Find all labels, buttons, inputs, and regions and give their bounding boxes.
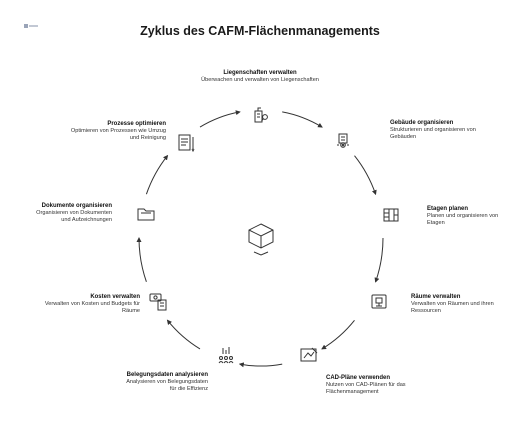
cycle-arrow	[282, 111, 323, 128]
node-title: Kosten verwalten	[90, 294, 140, 300]
node-description: Verwalten von Kosten und Budgets für Räu…	[44, 301, 140, 314]
cycle-arrow	[145, 154, 169, 195]
node-description: Strukturieren und organisieren von Gebäu…	[390, 127, 476, 140]
node-description: Nutzen von CAD-Plänen für das Flächenman…	[326, 382, 406, 395]
cycle-arrow	[166, 319, 201, 350]
node-description: Optimieren von Prozessen wie Umzug und R…	[70, 128, 166, 141]
folder-icon	[137, 208, 155, 221]
logo-icon	[24, 24, 38, 28]
building-key-icon	[254, 107, 268, 123]
cycle-arrow	[238, 362, 283, 368]
node-title: Gebäude organisieren	[390, 120, 454, 126]
node-belegungsdaten: Belegungsdaten analysieren Analysieren v…	[126, 372, 208, 392]
money-calculator-icon	[149, 293, 167, 311]
diagram-title: Zyklus des CAFM-Flächenmanagements	[140, 24, 380, 38]
node-raeume: Räume verwalten Verwalten von Räumen und…	[411, 294, 497, 314]
node-title: Prozesse optimieren	[107, 121, 166, 127]
cycle-arrow	[199, 110, 241, 128]
node-kosten: Kosten verwalten Verwalten von Kosten un…	[40, 294, 140, 314]
room-monitor-icon	[371, 294, 387, 309]
node-etagen: Etagen planen Planen und organisieren vo…	[427, 206, 505, 226]
cad-drawing-icon	[300, 347, 318, 362]
node-prozesse: Prozesse optimieren Optimieren von Proze…	[66, 121, 166, 141]
node-description: Analysieren von Belegungsdaten für die E…	[126, 379, 208, 392]
node-description: Planen und organisieren von Etagen	[427, 213, 499, 226]
building-gear-icon	[337, 133, 349, 148]
node-title: Belegungsdaten analysieren	[126, 372, 208, 378]
node-gebaeude: Gebäude organisieren Strukturieren und o…	[390, 120, 490, 140]
node-description: Verwalten von Räumen und ihren Ressource…	[411, 301, 494, 314]
cycle-arrow	[374, 237, 384, 283]
cube-icon	[248, 223, 274, 256]
cycle-arrow	[321, 319, 355, 350]
people-chart-icon	[218, 347, 234, 364]
node-title: Räume verwalten	[411, 294, 461, 300]
node-description: Überwachen und verwalten von Liegenschaf…	[201, 77, 319, 84]
cycle-arrow	[354, 155, 377, 196]
node-title: Etagen planen	[427, 206, 469, 212]
node-title: Dokumente organisieren	[41, 203, 112, 209]
node-title: Liegenschaften verwalten	[223, 70, 297, 76]
checklist-pen-icon	[178, 134, 195, 153]
node-dokumente: Dokumente organisieren Organisieren von …	[26, 203, 112, 223]
floor-plan-icon	[383, 208, 399, 222]
node-cad: CAD-Pläne verwenden Nutzen von CAD-Pläne…	[326, 375, 414, 395]
node-description: Organisieren von Dokumenten und Aufzeich…	[36, 210, 112, 223]
cycle-arrow	[136, 237, 147, 282]
node-liegenschaften: Liegenschaften verwalten Überwachen und …	[200, 70, 320, 84]
node-title: CAD-Pläne verwenden	[326, 375, 391, 381]
